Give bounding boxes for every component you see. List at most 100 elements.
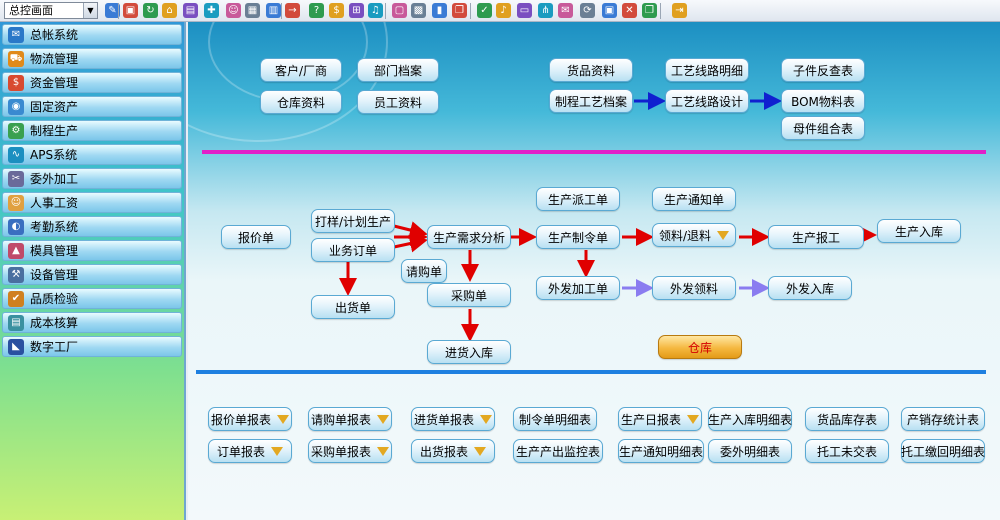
sidebar-item-label: 固定资产: [30, 100, 79, 114]
tree-icon[interactable]: ⋔: [538, 3, 553, 18]
outsource-issue-button[interactable]: 外发领料: [652, 276, 736, 300]
folder-icon[interactable]: ▦: [245, 3, 260, 18]
daily-report-button[interactable]: 生产日报表: [618, 407, 702, 431]
receiving-report-label: 进货单报表: [413, 412, 474, 427]
book-icon[interactable]: ✚: [204, 3, 219, 18]
refresh2-icon[interactable]: ⟳: [580, 3, 595, 18]
home-icon[interactable]: ⌂: [162, 3, 177, 18]
order-report-button[interactable]: 订单报表: [208, 439, 292, 463]
triangle-icon: [474, 446, 486, 456]
delivery-button[interactable]: 出货单: [311, 295, 395, 319]
copy2-icon[interactable]: ❐: [642, 3, 657, 18]
check-icon[interactable]: ✓: [477, 3, 492, 18]
sample-plan-button[interactable]: 打样/计划生产: [311, 209, 395, 233]
employee-button[interactable]: 员工资料: [357, 90, 439, 114]
goods-button[interactable]: 货品资料: [549, 58, 633, 82]
sidebar-item[interactable]: ☺人事工资: [2, 192, 182, 213]
grid-icon[interactable]: ▩: [411, 3, 426, 18]
sidebar-item[interactable]: ⛟物流管理: [2, 48, 182, 69]
sidebar-item[interactable]: ◉固定资产: [2, 96, 182, 117]
sidebar-item[interactable]: $资金管理: [2, 72, 182, 93]
refresh-icon[interactable]: ↻: [143, 3, 158, 18]
receiving-report-button[interactable]: 进货单报表: [411, 407, 495, 431]
sidebar-item[interactable]: ▲模具管理: [2, 240, 182, 261]
material-issue-button[interactable]: 领料/退料: [652, 223, 736, 247]
bom-button[interactable]: BOM物料表: [781, 89, 865, 113]
where-used-button[interactable]: 子件反查表: [781, 58, 865, 82]
section-divider-blue: [196, 370, 986, 374]
sidebar-item[interactable]: ✂委外加工: [2, 168, 182, 189]
undelivered-button[interactable]: 托工未交表: [805, 439, 889, 463]
sales-stock-button[interactable]: 产销存统计表: [901, 407, 985, 431]
sidebar: ✉总帐系统 ⛟物流管理 $资金管理 ◉固定资产 ⚙制程生产 ∿APS系统 ✂委外加工 ☺人事工…: [0, 22, 186, 520]
money-icon[interactable]: $: [329, 3, 344, 18]
cost-icon: ▤: [8, 314, 24, 331]
quote-report-button[interactable]: 报价单报表: [208, 407, 292, 431]
stock-in-detail-button[interactable]: 生产入库明细表: [708, 407, 792, 431]
notice-button[interactable]: 生产通知单: [652, 187, 736, 211]
sidebar-item[interactable]: ◣数字工厂: [2, 336, 182, 357]
toolbar-separator: [660, 3, 661, 19]
request-report-button[interactable]: 请购单报表: [308, 407, 392, 431]
sidebar-item[interactable]: ▤成本核算: [2, 312, 182, 333]
demand-analysis-button[interactable]: 生产需求分析: [427, 225, 511, 249]
purchase-report-button[interactable]: 采购单报表: [308, 439, 392, 463]
copy-icon[interactable]: ❐: [452, 3, 467, 18]
doc-icon[interactable]: ▢: [392, 3, 407, 18]
route-design-button[interactable]: 工艺线路设计: [665, 89, 749, 113]
warehouse-button[interactable]: 仓库: [658, 335, 742, 359]
window-icon[interactable]: ▣: [602, 3, 617, 18]
tool-icon[interactable]: ✎: [105, 3, 120, 18]
notice-detail-button[interactable]: 生产通知明细表: [618, 439, 704, 463]
sales-order-button[interactable]: 业务订单: [311, 238, 395, 262]
page-icon[interactable]: ▭: [517, 3, 532, 18]
help-icon[interactable]: ?: [309, 3, 324, 18]
save-icon[interactable]: ▣: [123, 3, 138, 18]
dept-button[interactable]: 部门档案: [357, 58, 439, 82]
report-button[interactable]: 生产报工: [768, 225, 864, 249]
assembly-button[interactable]: 母件组合表: [781, 116, 865, 140]
outsource-detail-button[interactable]: 委外明细表: [708, 439, 792, 463]
sidebar-item[interactable]: ⚒设备管理: [2, 264, 182, 285]
sidebar-item[interactable]: ◐考勤系统: [2, 216, 182, 237]
sidebar-item-label: 制程生产: [30, 124, 79, 138]
purchase-request-button[interactable]: 请购单: [401, 259, 447, 283]
outsource-order-button[interactable]: 外发加工单: [536, 276, 620, 300]
arrow-icon[interactable]: →: [285, 3, 300, 18]
return-detail-button[interactable]: 托工缴回明细表: [901, 439, 985, 463]
sidebar-item-label: 总帐系统: [30, 28, 79, 42]
sidebar-item[interactable]: ✔品质检验: [2, 288, 182, 309]
music-icon[interactable]: ♫: [368, 3, 383, 18]
triangle-icon: [277, 414, 289, 424]
calendar-icon[interactable]: ▥: [266, 3, 281, 18]
exit-icon[interactable]: ⇥: [672, 3, 687, 18]
process-file-button[interactable]: 制程工艺档案: [549, 89, 633, 113]
screen-select[interactable]: 总控画面 ▼: [4, 2, 98, 19]
warehouse-data-button[interactable]: 仓库资料: [260, 90, 342, 114]
close-icon[interactable]: ✕: [622, 3, 637, 18]
users-icon[interactable]: ☺: [226, 3, 241, 18]
route-detail-button[interactable]: 工艺线路明细: [665, 58, 749, 82]
purchase-order-button[interactable]: 采购单: [427, 283, 511, 307]
email-icon[interactable]: ✉: [558, 3, 573, 18]
bell-icon[interactable]: ♪: [496, 3, 511, 18]
briefcase-icon[interactable]: ▤: [183, 3, 198, 18]
goods-stock-button[interactable]: 货品库存表: [805, 407, 889, 431]
cart-icon[interactable]: ⊞: [349, 3, 364, 18]
output-monitor-button[interactable]: 生产产出监控表: [513, 439, 603, 463]
delivery-report-button[interactable]: 出货报表: [411, 439, 495, 463]
customer-button[interactable]: 客户/厂商: [260, 58, 342, 82]
make-order-button[interactable]: 生产制令单: [536, 225, 620, 249]
dispatch-button[interactable]: 生产派工单: [536, 187, 620, 211]
quote-button[interactable]: 报价单: [221, 225, 291, 249]
sidebar-item[interactable]: ∿APS系统: [2, 144, 182, 165]
chevron-down-icon[interactable]: ▼: [83, 3, 97, 18]
outsource-receive-button[interactable]: 外发入库: [768, 276, 852, 300]
triangle-icon: [271, 446, 283, 456]
receiving-button[interactable]: 进货入库: [427, 340, 511, 364]
into-stock-button[interactable]: 生产入库: [877, 219, 961, 243]
box-icon[interactable]: ▮: [432, 3, 447, 18]
make-order-detail-button[interactable]: 制令单明细表: [513, 407, 597, 431]
sidebar-item[interactable]: ⚙制程生产: [2, 120, 182, 141]
sidebar-item[interactable]: ✉总帐系统: [2, 24, 182, 45]
